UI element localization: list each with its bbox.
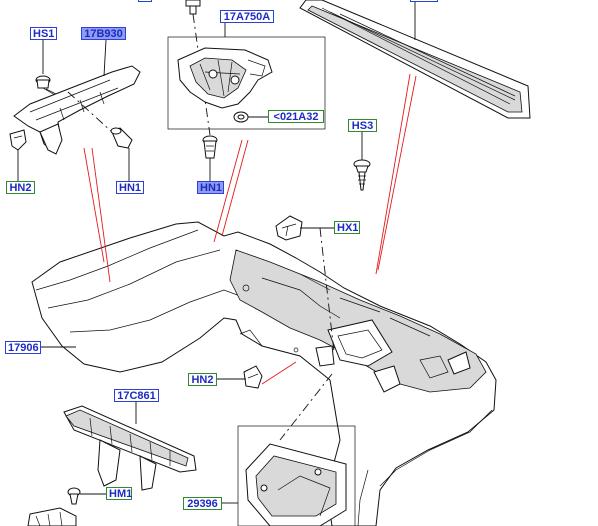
label-17b930[interactable]: 17B930 — [81, 27, 126, 40]
bracket-bottom-left — [27, 507, 77, 526]
label-17a750a[interactable]: 17A750A — [220, 10, 274, 23]
bumper-cover-17906 — [31, 221, 497, 526]
label-hs1[interactable]: HS1 — [30, 27, 57, 40]
label-cut-top-right — [410, 0, 438, 2]
clip-hm1 — [67, 487, 81, 505]
bracket-29396 — [245, 443, 347, 526]
clip-hn2-left — [9, 129, 27, 151]
clip-hx1 — [275, 215, 303, 241]
label-17906[interactable]: 17906 — [5, 341, 41, 354]
screw-hs3 — [353, 159, 371, 191]
bracket-17a750a-frame — [167, 36, 326, 130]
clip-hn2-mid — [243, 365, 263, 389]
label-hm1[interactable]: HM1 — [106, 487, 132, 500]
trim-strip — [299, 0, 531, 119]
label-hs3[interactable]: HS3 — [348, 119, 377, 132]
label-hn1-left[interactable]: HN1 — [116, 181, 144, 194]
label-hx1[interactable]: HX1 — [334, 221, 360, 234]
bracket-29396-frame — [237, 425, 356, 526]
plug-hn1-left — [110, 127, 133, 149]
label-021a32[interactable]: <021A32 — [268, 110, 324, 123]
label-cut-top-left — [138, 0, 152, 2]
label-17c861[interactable]: 17C861 — [114, 389, 159, 402]
label-hn2-left[interactable]: HN2 — [6, 181, 35, 194]
label-29396[interactable]: 29396 — [183, 497, 222, 510]
label-hn1-mid[interactable]: HN1 — [197, 181, 224, 194]
bracket-17b930 — [13, 65, 141, 155]
bracket-17c861 — [63, 405, 197, 491]
top-fastener — [185, 0, 201, 15]
callout-lines — [83, 73, 417, 385]
clip-021a32 — [233, 111, 249, 123]
bracket-17a750a — [177, 47, 273, 109]
plug-hn1-mid — [202, 135, 218, 159]
label-hn2-mid[interactable]: HN2 — [188, 373, 217, 386]
